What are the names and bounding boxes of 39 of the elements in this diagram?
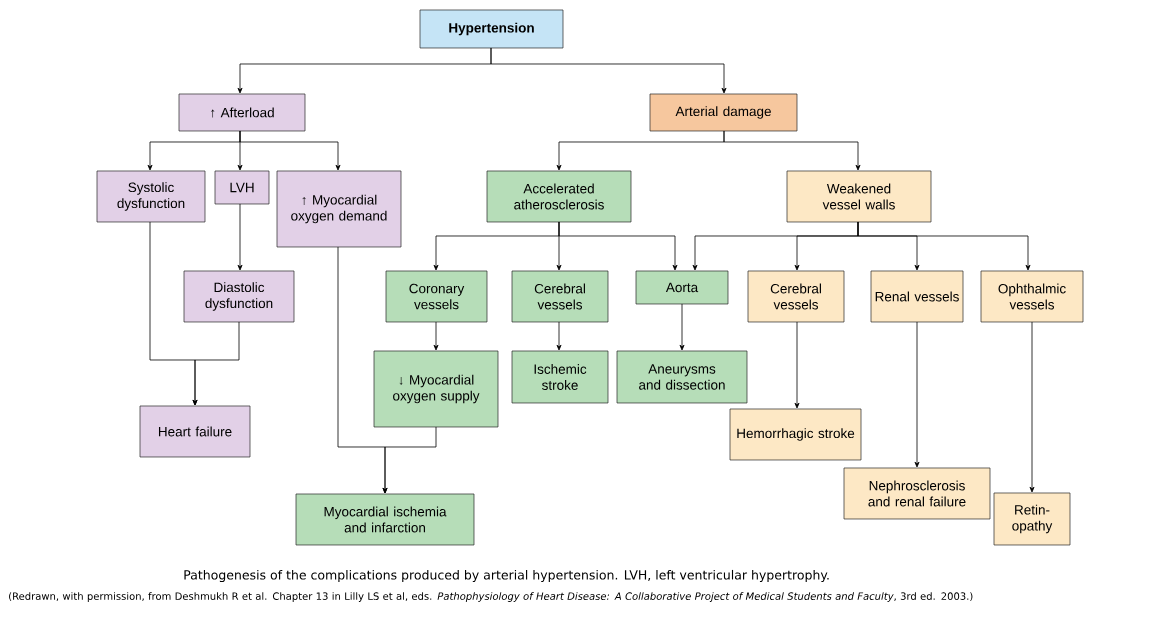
arrow (679, 303, 685, 351)
process-box: Retin- opathy (993, 492, 1071, 546)
arrow (239, 130, 341, 171)
process-box: Weakened vessel walls (786, 170, 932, 223)
process-box: ↑ Afterload (178, 93, 306, 132)
process-box: Cerebral vessels (511, 270, 609, 323)
arrow (382, 426, 437, 494)
process-box: Diastolic dysfunction (183, 270, 295, 323)
arrow (237, 203, 243, 271)
process-box: Accelerated atherosclerosis (486, 170, 632, 223)
process-box: Nephrosclerosis and renal failure (843, 467, 991, 520)
process-box: Systolic dysfunction (96, 170, 206, 223)
process-box: LVH (214, 170, 270, 205)
process-box: Aneurysms and dissection (616, 350, 748, 404)
arrow (556, 321, 562, 351)
arrow (794, 321, 800, 409)
source-note: (Redrawn, with permission, from Deshmukh R et al. Chapter 13 in Lilly LS et al, eds. Pathophysiology of Heart Disease: A Collaborative Project of Medical Students and Faculty, 3rd ed. 2003.) (9, 592, 973, 602)
process-box: Ischemic stroke (511, 350, 609, 404)
process-box: ↓ Myocardial oxygen supply (373, 350, 499, 428)
process-box: ↑ Myocardial oxygen demand (276, 170, 402, 248)
process-box: Aorta (635, 270, 729, 305)
arrow (433, 321, 439, 351)
arrow (192, 321, 240, 406)
process-box: Ophthalmic vessels (980, 270, 1084, 323)
process-box: Coronary vessels (385, 270, 488, 323)
process-box: Heart failure (139, 405, 251, 458)
arrow (490, 47, 727, 94)
caption: Pathogenesis of the complications produced by arterial hypertension. LVH, left ventricular hypertrophy. (184, 569, 829, 583)
arrow (723, 130, 861, 171)
process-box: Hypertension (419, 9, 564, 49)
process-box: Hemorrhagic stroke (729, 408, 862, 461)
process-box: Arterial damage (649, 93, 798, 132)
arrow (1029, 321, 1035, 493)
arrow (914, 321, 920, 468)
arrow (558, 221, 678, 271)
process-box: Cerebral vessels (747, 270, 845, 323)
arrow (857, 221, 1031, 271)
process-box: Renal vessels (870, 270, 964, 323)
process-box: Myocardial ischemia and infarction (295, 493, 475, 546)
